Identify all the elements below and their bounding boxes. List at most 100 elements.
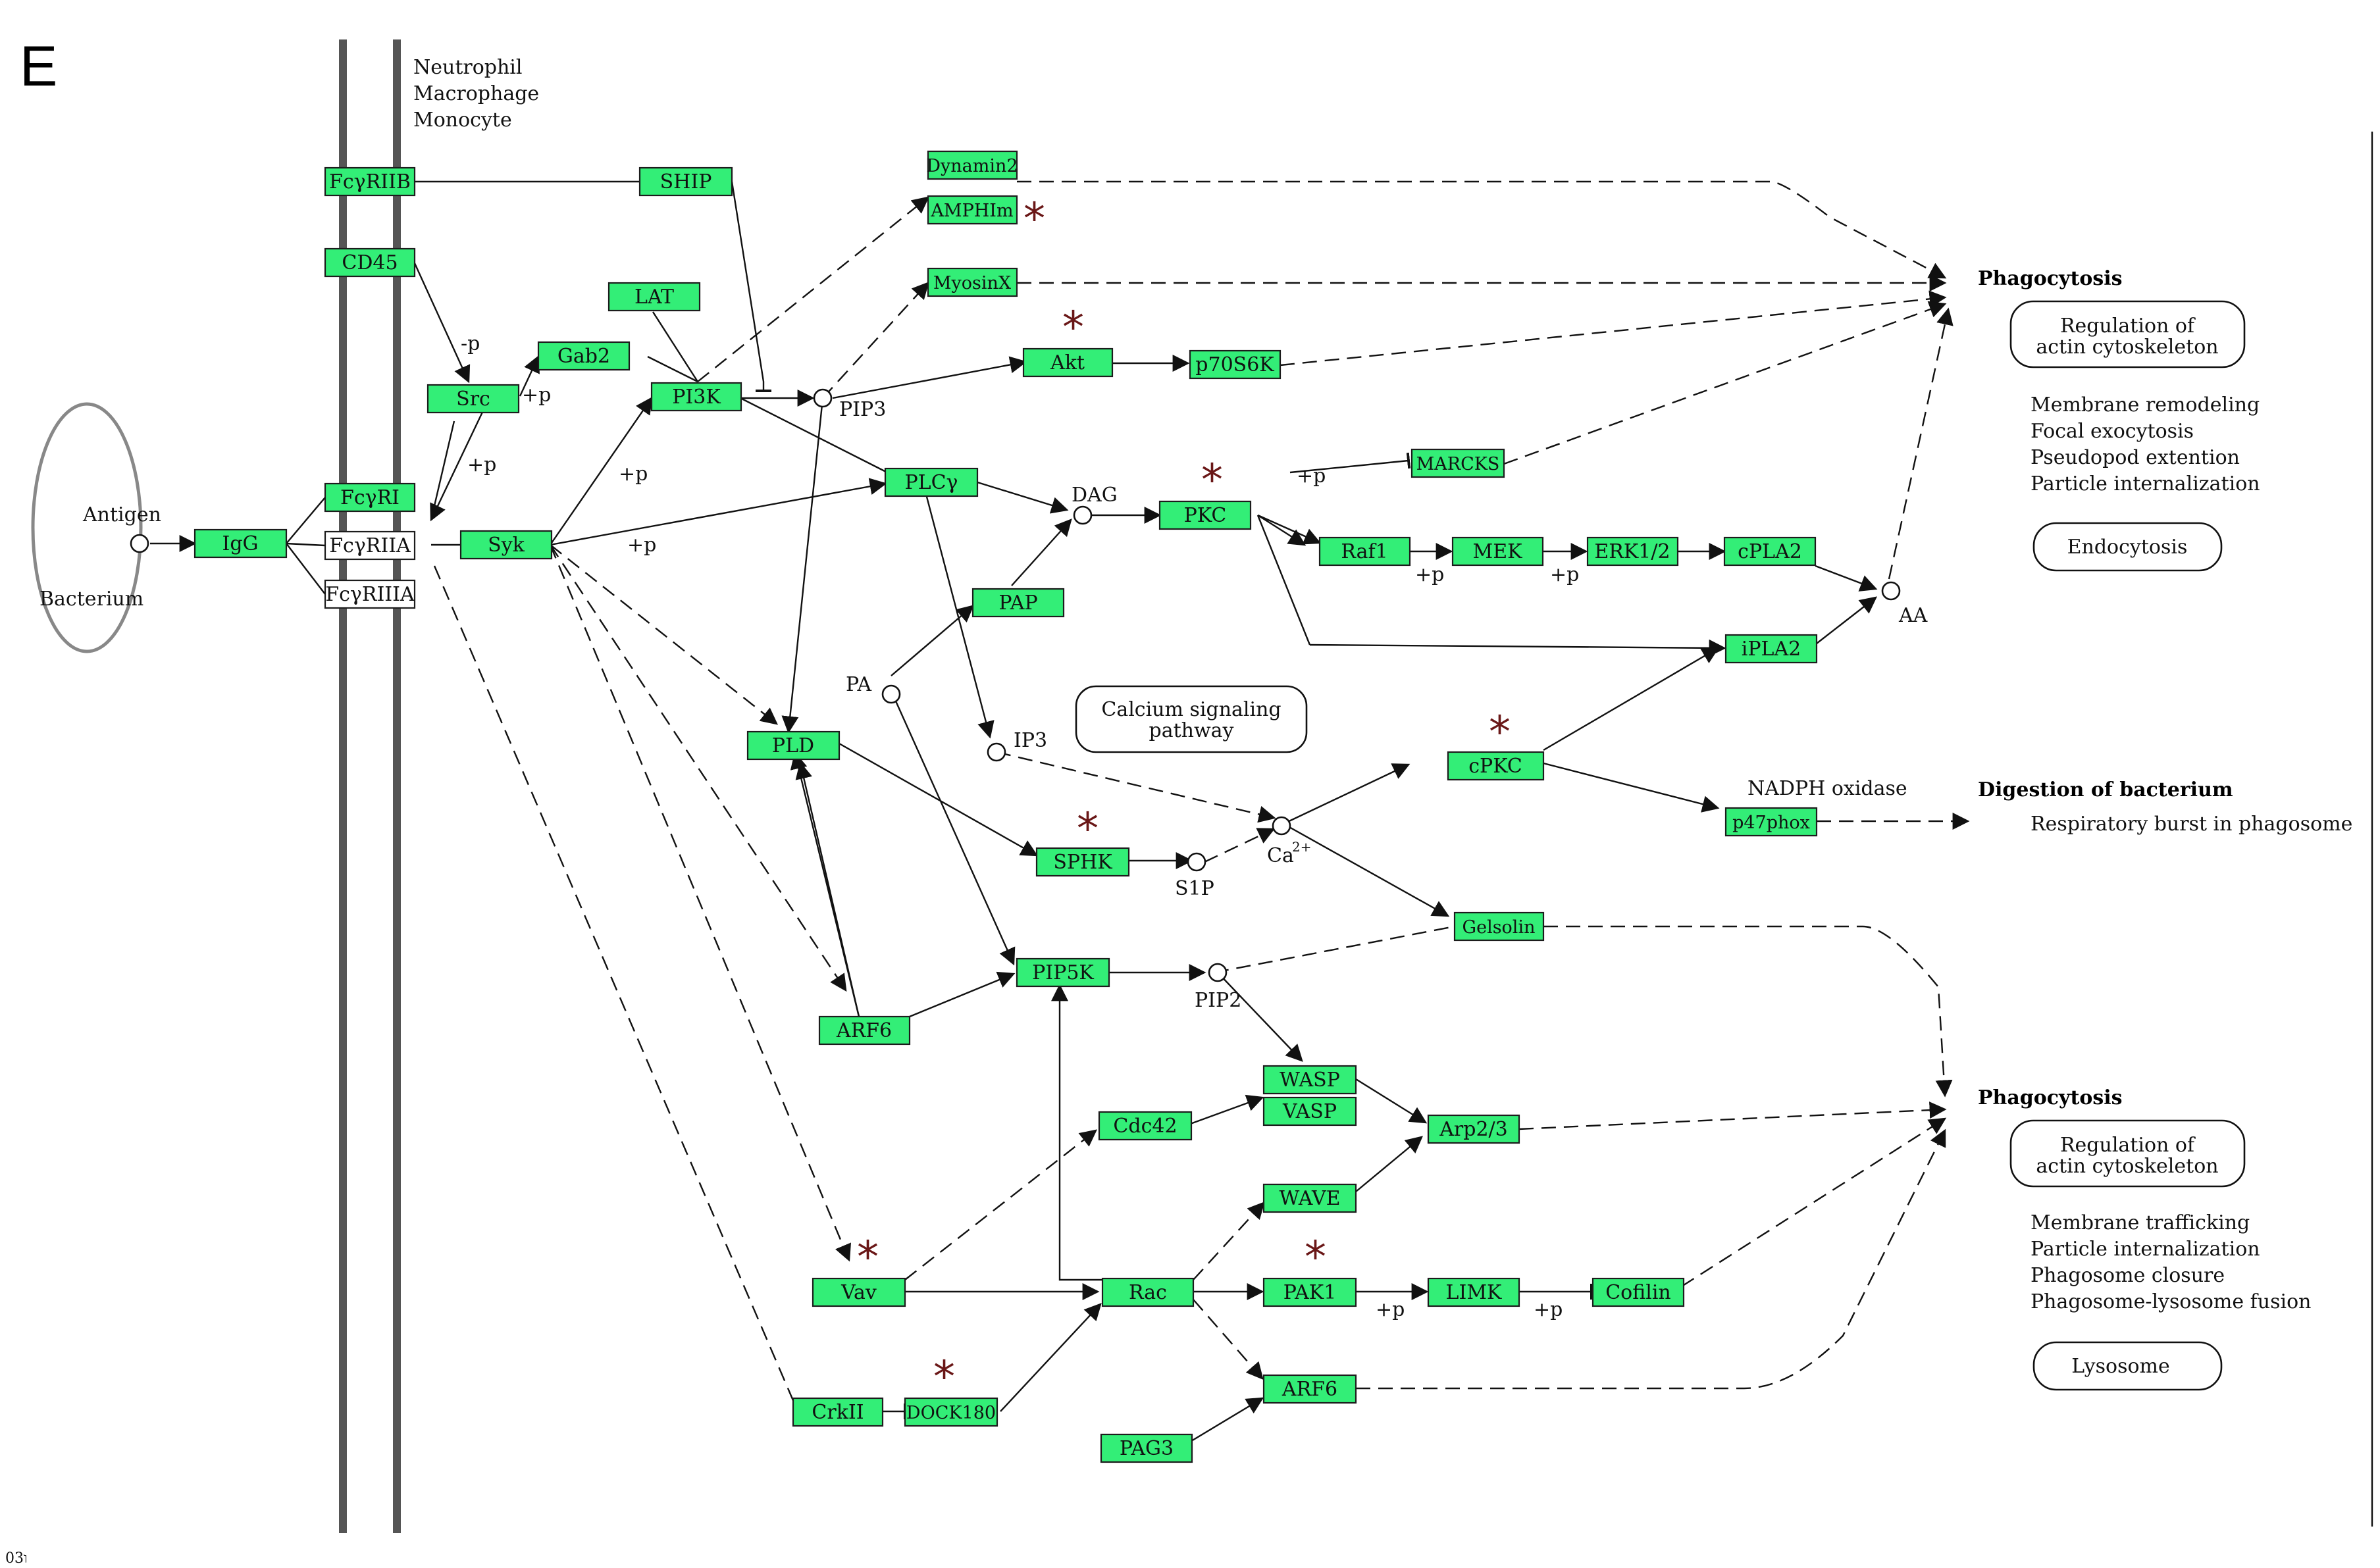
regulation-box-2[interactable] [2009,1119,2246,1188]
compound-pip2 [1208,963,1228,982]
marker-vav: * [857,1232,879,1282]
nadph-oxidase-label: NADPH oxidase [1747,777,1907,800]
edge-label-plus-p-marcks: +p [1297,465,1326,488]
gene-pld[interactable]: PLD [746,730,841,761]
gene-myosinx[interactable]: MyosinX [927,267,1018,297]
gene-dock180-label: DOCK180 [906,1403,996,1423]
gene-marcks[interactable]: MARCKS [1410,448,1505,478]
antigen-label: Antigen [82,503,161,526]
gene-limk-label: LIMK [1446,1281,1502,1304]
calcium-signaling-box[interactable] [1075,685,1308,753]
gene-mek[interactable]: MEK [1451,536,1544,567]
gene-cpla2-label: cPLA2 [1738,540,1802,563]
gene-pip5k[interactable]: PIP5K [1016,957,1110,988]
gene-cofilin[interactable]: Cofilin [1591,1277,1685,1307]
gene-cdc42[interactable]: Cdc42 [1098,1111,1193,1141]
gene-sphk[interactable]: SPHK [1035,847,1130,877]
gene-ipla2[interactable]: iPLA2 [1724,634,1818,664]
gene-cpla2[interactable]: cPLA2 [1723,536,1817,567]
edge-label-minus-p: -p [461,332,480,355]
gene-cd45-label: CD45 [342,251,398,274]
phagocytosis-title-2: Phagocytosis [1978,1086,2123,1109]
gene-pkc[interactable]: PKC [1158,500,1252,530]
gene-pap-label: PAP [998,592,1037,615]
gene-p70s6k[interactable]: p70S6K [1189,349,1281,380]
regulation-box-1[interactable] [2009,300,2246,368]
gene-amphilm[interactable]: AMPHIm [927,195,1018,225]
gene-marcks-label: MARCKS [1416,454,1500,474]
gene-fcyriiia-label: FcγRIIIA [325,583,415,606]
gene-pap[interactable]: PAP [971,588,1065,618]
gene-pag3[interactable]: PAG3 [1100,1433,1193,1463]
regulation-1-line-1: Regulation of [2060,315,2196,338]
endocytosis-box[interactable] [2032,522,2223,572]
gene-ship-label: SHIP [660,170,712,193]
compound-ca-label: Ca [1267,844,1294,867]
gene-akt[interactable]: Akt [1022,347,1114,378]
gene-fcyriib[interactable]: FcγRIIB [324,166,416,197]
gene-pak1-label: PAK1 [1283,1281,1337,1304]
compound-s1p [1187,852,1206,872]
endocytosis-label: Endocytosis [2067,536,2188,559]
regulation-1-line-2: actin cytoskeleton [2036,336,2218,359]
gene-ipla2-label: iPLA2 [1742,638,1801,661]
lysosome-box[interactable] [2032,1341,2223,1391]
gene-dock180[interactable]: DOCK180 [904,1397,998,1427]
gene-fcyriia[interactable]: FcγRIIA [324,530,416,561]
gene-fcyriiia[interactable]: FcγRIIIA [324,579,416,609]
compound-ca [1272,816,1291,836]
gene-gelsolin[interactable]: Gelsolin [1453,911,1545,942]
gene-plcy-label: PLCγ [905,471,958,494]
respiratory-burst-label: Respiratory burst in phagosome [2031,813,2352,836]
gene-gab2[interactable]: Gab2 [537,341,631,371]
gene-akt-label: Akt [1050,351,1085,374]
gene-raf1[interactable]: Raf1 [1318,536,1411,567]
gene-cd45[interactable]: CD45 [324,247,416,278]
gene-mek-label: MEK [1472,540,1522,563]
gene-pip5k-label: PIP5K [1032,961,1094,984]
gene-fcyriia-label: FcγRIIA [329,534,411,557]
gene-fcyriib-label: FcγRIIB [329,170,411,193]
gene-plcy[interactable]: PLCγ [884,467,979,497]
gene-arf6-bottom[interactable]: ARF6 [1262,1374,1357,1404]
gene-arp23[interactable]: Arp2/3 [1427,1114,1520,1144]
gene-fcyri[interactable]: FcγRI [324,482,416,513]
gene-pak1[interactable]: PAK1 [1262,1277,1357,1307]
gene-cpkc[interactable]: cPKC [1447,751,1545,781]
gene-vav-label: Vav [841,1281,877,1304]
gene-igg[interactable]: IgG [194,528,288,559]
gene-syk-label: Syk [488,534,525,557]
gene-wave[interactable]: WAVE [1262,1183,1357,1213]
gene-vasp[interactable]: VASP [1262,1096,1357,1126]
gene-dynamin2[interactable]: Dynamin2 [926,150,1018,180]
gene-lat[interactable]: LAT [608,282,701,312]
panel-letter: E [20,35,57,98]
gene-gelsolin-label: Gelsolin [1462,917,1536,938]
gene-limk[interactable]: LIMK [1427,1277,1520,1307]
gene-vav[interactable]: Vav [812,1277,906,1307]
gene-pi3k[interactable]: PI3K [650,382,742,412]
gene-erk12[interactable]: ERK1/2 [1586,536,1679,567]
gene-rac[interactable]: Rac [1101,1277,1195,1307]
calcium-line-2: pathway [1149,719,1234,742]
gene-p47phox[interactable]: p47phox [1724,807,1818,837]
compound-ip3 [987,742,1006,762]
bacterium-label: Bacterium [39,588,143,611]
gene-arf6-top[interactable]: ARF6 [818,1015,911,1046]
compound-aa [1881,581,1901,601]
marker-cpkc: * [1489,707,1511,757]
gene-pld-label: PLD [772,734,814,757]
gene-crkii[interactable]: CrkII [792,1397,884,1427]
gene-wasp[interactable]: WASP [1262,1065,1357,1095]
gene-rac-label: Rac [1129,1281,1167,1304]
phago1-item-2: Focal exocytosis [2031,420,2194,443]
gene-pi3k-label: PI3K [672,386,721,409]
compound-pip2-label: PIP2 [1195,989,1241,1012]
gene-ship[interactable]: SHIP [638,166,733,197]
significance-markers: * * * * * * * * [857,193,1511,1402]
compound-dag [1073,505,1093,525]
gene-syk[interactable]: Syk [459,530,553,560]
gene-src[interactable]: Src [427,384,520,414]
